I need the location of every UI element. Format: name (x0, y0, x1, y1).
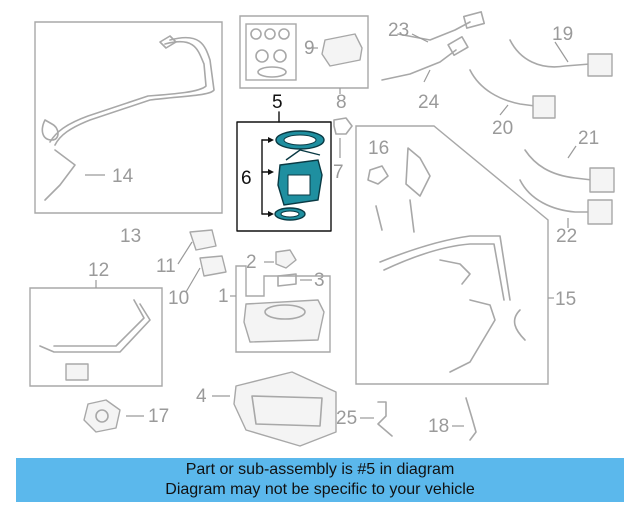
callout-24: 24 (418, 92, 440, 113)
part-2-3 (264, 249, 312, 287)
part-21-22-sensors (519, 145, 615, 228)
callout-18: 18 (428, 416, 449, 437)
fuel-pump-assembly-highlight: 5 6 (236, 92, 332, 232)
banner-line-1: Part or sub-assembly is #5 in diagram (185, 461, 455, 478)
callout-3: 3 (314, 270, 325, 291)
callout-4: 4 (196, 386, 207, 407)
callout-13: 13 (120, 226, 141, 247)
callout-21: 21 (578, 128, 599, 149)
callout-23: 23 (388, 20, 409, 41)
part-19-20-sensors (469, 39, 613, 119)
callout-5: 5 (272, 92, 283, 113)
part-10-11-connectors (177, 229, 227, 293)
part-group-1 (230, 265, 331, 353)
callout-14: 14 (112, 166, 134, 187)
callout-17: 17 (148, 406, 169, 427)
callout-2: 2 (246, 252, 257, 273)
part-group-13 (34, 21, 223, 214)
banner-line-2: Diagram may not be specific to your vehi… (165, 481, 475, 498)
part-4-shield (212, 371, 337, 447)
part-18-sensor (452, 397, 477, 441)
callout-20: 20 (492, 118, 513, 139)
callout-16: 16 (368, 138, 389, 159)
callout-6: 6 (241, 168, 252, 189)
callout-7: 7 (333, 162, 344, 183)
callout-25: 25 (336, 408, 357, 429)
part-23-24-sensors (381, 11, 486, 83)
callout-8: 8 (336, 92, 347, 113)
part-group-15 (355, 125, 554, 385)
callout-15: 15 (555, 289, 576, 310)
callout-11: 11 (156, 256, 176, 277)
callout-12: 12 (88, 260, 109, 281)
callout-22: 22 (556, 226, 577, 247)
part-group-12 (29, 280, 163, 387)
part-17-valve (83, 399, 144, 433)
callout-9: 9 (304, 38, 315, 59)
part-25-clip (360, 401, 393, 437)
part-7 (333, 117, 353, 135)
callout-1: 1 (218, 286, 229, 307)
info-banner: Part or sub-assembly is #5 in diagram Di… (16, 458, 624, 502)
callout-19: 19 (552, 24, 573, 45)
callout-10: 10 (168, 288, 189, 309)
part-group-8 (239, 15, 369, 89)
